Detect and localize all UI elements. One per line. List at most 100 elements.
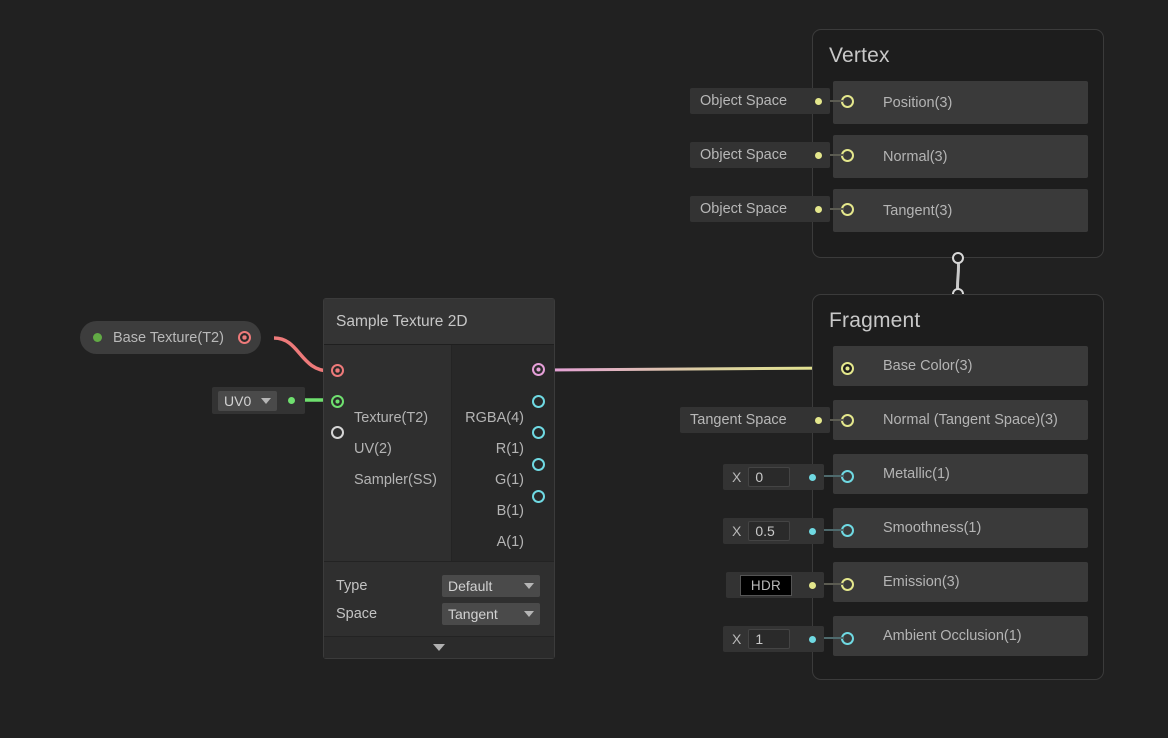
chip-connector-dot (815, 416, 822, 424)
output-label-rgba: RGBA(4) (465, 410, 524, 426)
metallic-value-input[interactable]: 0 (748, 467, 791, 487)
space-dropdown-value: Tangent (448, 606, 498, 622)
slot-label: Emission(3) (883, 574, 960, 590)
slot-label: Base Color(3) (883, 358, 973, 374)
fragment-vector1-smoothness[interactable]: X 0.5 (723, 518, 824, 544)
node-expander-button[interactable] (324, 636, 554, 658)
slot-label: Normal(3) (883, 148, 948, 165)
sample-port-sampler[interactable] (331, 426, 344, 439)
fragment-color-emission[interactable]: HDR (726, 572, 824, 598)
type-dropdown-value: Default (448, 578, 493, 594)
space-value: Tangent Space (690, 412, 787, 428)
smoothness-value-input[interactable]: 0.5 (748, 521, 791, 541)
vertex-slot-position[interactable]: Position(3) (833, 81, 1088, 124)
chip-connector-dot (815, 205, 822, 213)
axis-label-x: X (732, 631, 742, 647)
slot-label: Tangent(3) (883, 202, 953, 219)
input-ports-column: Texture(T2) UV(2) Sampler(SS) (324, 345, 452, 561)
sample-port-texture[interactable] (331, 364, 344, 377)
chip-connector-dot (809, 527, 816, 535)
chip-connector-dot (809, 581, 816, 589)
caret-down-icon (524, 583, 534, 589)
property-exposed-dot (93, 333, 102, 342)
output-label-g: G(1) (495, 472, 524, 488)
fragment-space-chip-normal[interactable]: Tangent Space (680, 407, 830, 433)
type-dropdown[interactable]: Default (442, 575, 540, 597)
slot-label: Ambient Occlusion(1) (883, 628, 1022, 644)
vertex-space-chip-tangent[interactable]: Object Space (690, 196, 830, 222)
space-value: Object Space (700, 93, 788, 109)
sample-port-a[interactable] (532, 490, 545, 503)
output-ports-column: RGBA(4) R(1) G(1) B(1) A(1) (452, 345, 554, 561)
vertex-space-chip-position[interactable]: Object Space (690, 88, 830, 114)
output-label-r: R(1) (495, 441, 524, 457)
sample-port-uv[interactable] (331, 395, 344, 408)
fragment-vector1-metallic[interactable]: X 0 (723, 464, 824, 490)
uv-channel-node[interactable]: UV0 (212, 387, 305, 414)
port-stub (824, 154, 844, 156)
setting-label-space: Space (336, 606, 378, 622)
port-stub (824, 529, 844, 531)
sample-texture-2d-node[interactable]: Sample Texture 2D Texture(T2) UV(2) Samp… (323, 298, 555, 659)
port-stub (824, 475, 844, 477)
property-label: Base Texture(T2) (113, 329, 224, 346)
vertex-node-title: Vertex (829, 44, 890, 67)
property-output-port[interactable] (237, 331, 251, 344)
fragment-slot-smoothness[interactable]: Smoothness(1) (833, 508, 1088, 548)
port-stub (824, 583, 844, 585)
fragment-master-node[interactable]: Fragment Base Color(3) Normal (Tangent S… (812, 294, 1104, 680)
caret-down-icon (261, 397, 272, 404)
output-label-a: A(1) (496, 534, 524, 550)
chip-connector-dot (809, 635, 816, 643)
sample-port-r[interactable] (532, 395, 545, 408)
input-label-texture: Texture(T2) (354, 410, 429, 426)
fragment-slot-ambient-occlusion[interactable]: Ambient Occlusion(1) (833, 616, 1088, 656)
slot-label: Normal (Tangent Space)(3) (883, 412, 1058, 428)
input-label-sampler: Sampler(SS) (354, 472, 437, 488)
chip-connector-dot (809, 473, 816, 481)
chevron-down-icon (433, 644, 445, 651)
caret-down-icon (524, 611, 534, 617)
axis-label-x: X (732, 469, 742, 485)
fragment-slot-base-color[interactable]: Base Color(3) (833, 346, 1088, 386)
space-value: Object Space (700, 147, 788, 163)
sample-texture-ports-area: Texture(T2) UV(2) Sampler(SS) RGBA(4) R(… (324, 345, 554, 561)
space-value: Object Space (700, 201, 788, 217)
slot-label: Smoothness(1) (883, 520, 982, 536)
setting-label-type: Type (336, 578, 368, 594)
sample-port-b[interactable] (532, 458, 545, 471)
port-stub (824, 637, 844, 639)
fragment-vector1-ambient-occlusion[interactable]: X 1 (723, 626, 824, 652)
slot-label: Position(3) (883, 94, 953, 111)
output-label-b: B(1) (496, 503, 524, 519)
sample-texture-node-title: Sample Texture 2D (324, 299, 554, 345)
fragment-slot-metallic[interactable]: Metallic(1) (833, 454, 1088, 494)
uv-dropdown-value: UV0 (224, 392, 252, 409)
fragment-slot-normal[interactable]: Normal (Tangent Space)(3) (833, 400, 1088, 440)
ambient-occlusion-value-input[interactable]: 1 (748, 629, 791, 649)
uv-connector-dot (288, 397, 295, 404)
vertex-space-chip-normal[interactable]: Object Space (690, 142, 830, 168)
sample-port-g[interactable] (532, 426, 545, 439)
fragment-port-base-color[interactable] (841, 362, 854, 375)
vertex-slot-tangent[interactable]: Tangent(3) (833, 189, 1088, 232)
axis-label-x: X (732, 523, 742, 539)
hdr-color-swatch[interactable]: HDR (740, 574, 792, 596)
vertex-bottom-connector[interactable] (952, 252, 964, 264)
fragment-slot-emission[interactable]: Emission(3) (833, 562, 1088, 602)
chip-connector-dot (815, 151, 822, 159)
fragment-node-title: Fragment (829, 309, 921, 332)
setting-row-type[interactable]: Type Default (324, 572, 554, 600)
port-stub (824, 419, 844, 421)
port-stub (824, 208, 844, 210)
slot-label: Metallic(1) (883, 466, 950, 482)
port-stub (824, 100, 844, 102)
setting-row-space[interactable]: Space Tangent (324, 600, 554, 628)
sample-port-rgba[interactable] (532, 363, 545, 376)
vertex-slot-normal[interactable]: Normal(3) (833, 135, 1088, 178)
uv-dropdown[interactable]: UV0 (218, 390, 278, 411)
property-node-base-texture[interactable]: Base Texture(T2) (80, 321, 261, 354)
space-dropdown[interactable]: Tangent (442, 603, 540, 625)
vertex-master-node[interactable]: Vertex Position(3) Normal(3) Tangent(3) (812, 29, 1104, 258)
